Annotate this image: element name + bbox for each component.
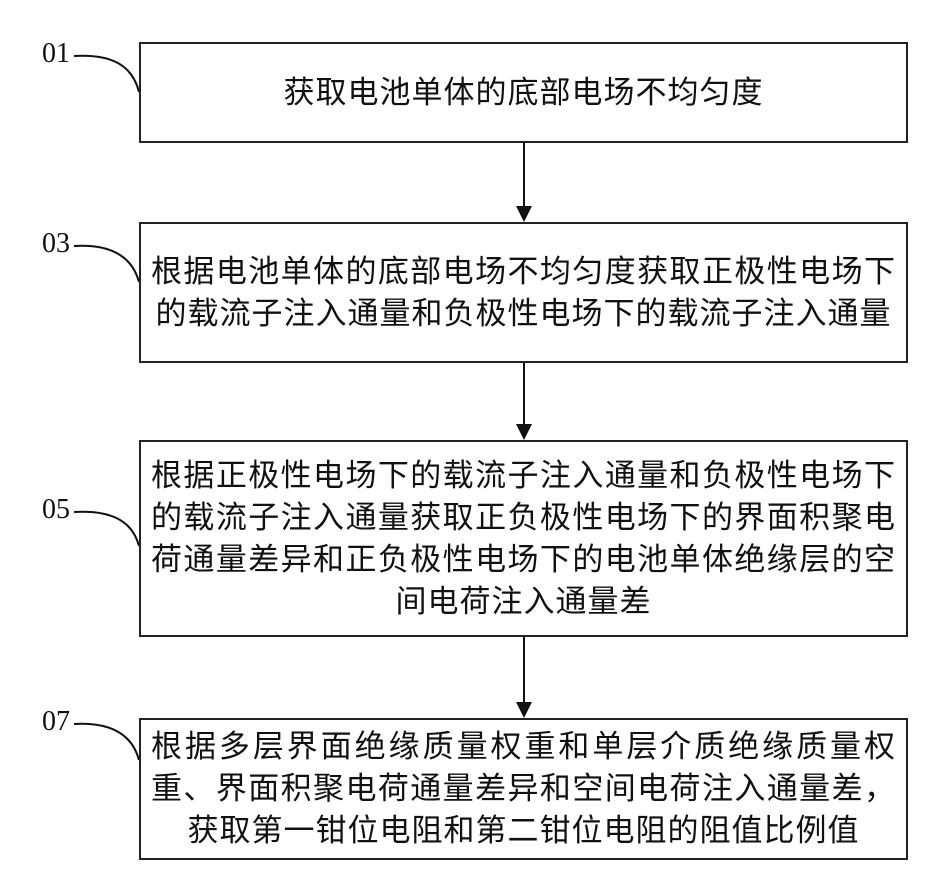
step-text-01: 获取电池单体的底部电场不均匀度 bbox=[274, 72, 774, 114]
step-text-07: 根据多层界面绝缘质量权重和单层介质绝缘质量权重、界面积聚电荷通量差异和空间电荷注… bbox=[141, 726, 906, 852]
step-text-05: 根据正极性电场下的载流子注入通量和负极性电场下的载流子注入通量获取正负极性电场下… bbox=[141, 455, 906, 623]
step-box-03: 根据电池单体的底部电场不均匀度获取正极性电场下的载流子注入通量和负极性电场下的载… bbox=[139, 222, 908, 363]
leader-03 bbox=[74, 246, 139, 282]
step-label-05: 05 bbox=[42, 494, 70, 526]
step-label-03: 03 bbox=[42, 228, 70, 260]
arrow-05-to-07 bbox=[516, 637, 532, 718]
leader-07 bbox=[74, 724, 139, 760]
arrow-01-to-03 bbox=[516, 143, 532, 222]
arrow-03-to-05 bbox=[516, 363, 532, 440]
step-label-07: 07 bbox=[42, 706, 70, 738]
leader-05 bbox=[74, 512, 139, 546]
step-box-05: 根据正极性电场下的载流子注入通量和负极性电场下的载流子注入通量获取正负极性电场下… bbox=[139, 440, 908, 637]
step-box-07: 根据多层界面绝缘质量权重和单层介质绝缘质量权重、界面积聚电荷通量差异和空间电荷注… bbox=[139, 718, 908, 860]
step-box-01: 获取电池单体的底部电场不均匀度 bbox=[139, 42, 908, 143]
leader-01 bbox=[74, 56, 139, 92]
step-text-03: 根据电池单体的底部电场不均匀度获取正极性电场下的载流子注入通量和负极性电场下的载… bbox=[141, 251, 906, 335]
step-label-01: 01 bbox=[42, 38, 70, 70]
